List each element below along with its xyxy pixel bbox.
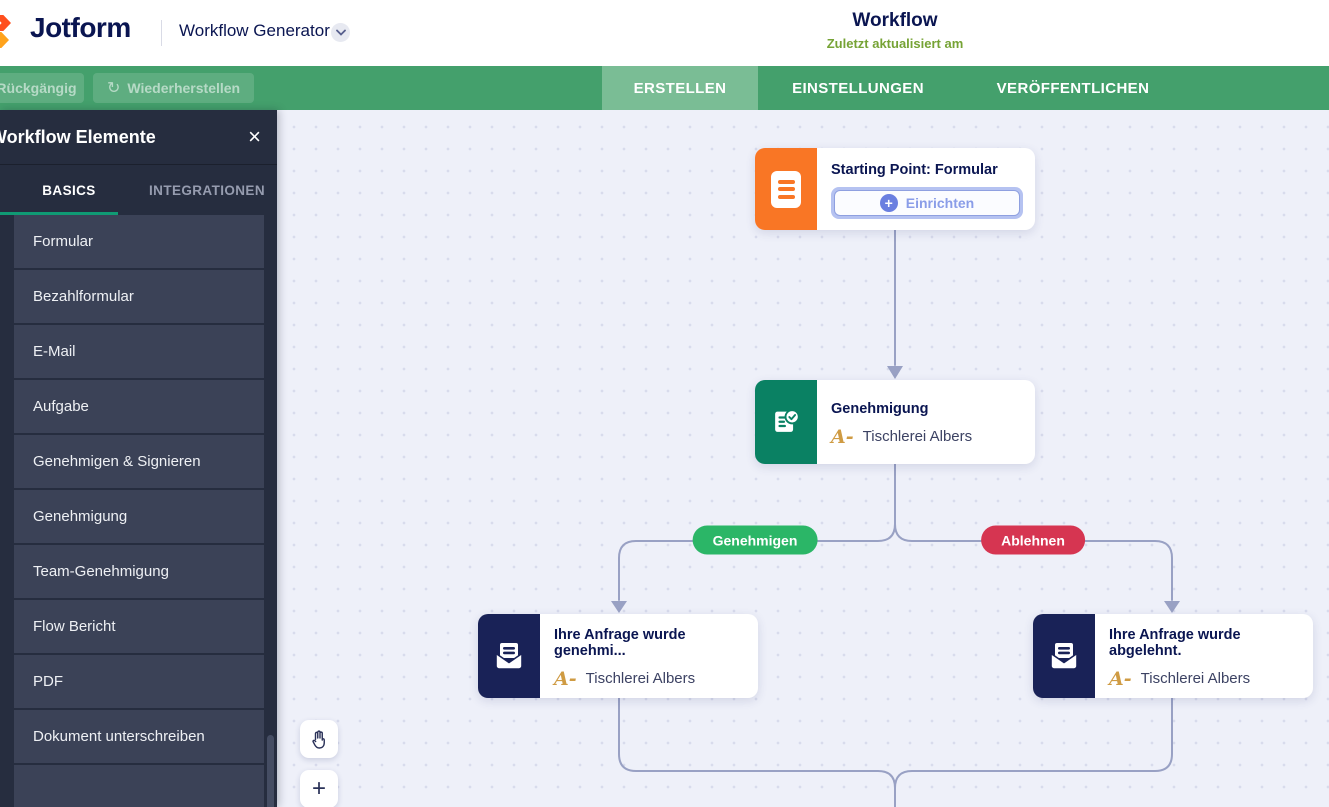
element-item-aufgabe[interactable]: Aufgabe: [14, 380, 264, 435]
element-item-bezahlformular[interactable]: Bezahlformular: [14, 270, 264, 325]
approval-icon: [755, 380, 817, 464]
element-item-formular[interactable]: Formular: [14, 215, 264, 270]
node-content: Ihre Anfrage wurde genehmi... A- Tischle…: [540, 614, 758, 698]
hand-icon: [312, 730, 325, 749]
node-email-rejected[interactable]: Ihre Anfrage wurde abgelehnt. A- Tischle…: [1033, 614, 1313, 698]
builder-toolbar: ↺ Rückgängig ↻ Wiederherstellen ERSTELLE…: [0, 66, 1329, 110]
chevron-down-icon: [335, 29, 346, 36]
node-title: Ihre Anfrage wurde genehmi...: [554, 626, 686, 659]
workflow-canvas[interactable]: Starting Point: Formular + Einrichten: [277, 110, 1329, 807]
assignee-name: Tischlerei Albers: [862, 428, 973, 445]
element-item-genehmigung[interactable]: Genehmigung: [14, 490, 264, 545]
element-item-email[interactable]: E-Mail: [14, 325, 264, 380]
element-item-partial[interactable]: [14, 765, 264, 807]
assignee-name: Tischlerei Albers: [1140, 670, 1251, 687]
avatar: A-: [554, 667, 577, 690]
node-title: Starting Point: Formular: [831, 161, 998, 178]
plus-icon: +: [311, 775, 326, 802]
product-dropdown-button[interactable]: [331, 23, 350, 42]
header-divider: [161, 20, 162, 46]
builder-tabs: ERSTELLEN EINSTELLUNGEN VERÖFFENTLICHEN: [602, 66, 1188, 110]
tab-integrationen[interactable]: INTEGRATIONEN: [149, 182, 265, 198]
workflow-elements-panel: Workflow Elemente × BASICS INTEGRATIONEN…: [0, 110, 277, 807]
assignee-name: Tischlerei Albers: [585, 670, 696, 687]
setup-button[interactable]: + Einrichten: [834, 189, 1020, 216]
node-email-approved[interactable]: Ihre Anfrage wurde genehmi... A- Tischle…: [478, 614, 758, 698]
assignee-row: A- Tischlerei Albers: [554, 667, 746, 690]
logo-shape-bottom: [0, 32, 9, 48]
workflow-title-block: Workflow Zuletzt aktualisiert am: [745, 10, 1045, 51]
form-icon: [755, 148, 817, 230]
product-name[interactable]: Workflow Generator: [179, 21, 330, 40]
last-updated-text: Zuletzt aktualisiert am: [826, 36, 964, 51]
active-tab-underline: [0, 212, 118, 215]
tab-basics[interactable]: BASICS: [42, 182, 96, 198]
setup-button-label: Einrichten: [905, 194, 975, 211]
email-icon: [478, 614, 540, 698]
setup-button-highlight: + Einrichten: [831, 186, 1023, 219]
plus-icon: +: [879, 193, 898, 212]
redo-label: Wiederherstellen: [127, 80, 241, 96]
avatar: A-: [1109, 667, 1132, 690]
element-item-pdf[interactable]: PDF: [14, 655, 264, 710]
avatar: A-: [831, 425, 854, 448]
tab-einstellungen[interactable]: EINSTELLUNGEN: [792, 79, 924, 97]
panel-title: Workflow Elemente: [0, 127, 156, 147]
jotform-logo-icon: [0, 13, 18, 53]
element-item-team-genehmigung[interactable]: Team-Genehmigung: [14, 545, 264, 600]
element-item-flow-bericht[interactable]: Flow Bericht: [14, 600, 264, 655]
element-list: Formular Bezahlformular E-Mail Aufgabe G…: [14, 215, 264, 807]
panel-tabs: BASICS INTEGRATIONEN: [0, 165, 277, 215]
zoom-in-button[interactable]: +: [300, 770, 338, 807]
undo-label: Rückgängig: [0, 80, 77, 96]
page-title[interactable]: Workflow: [852, 10, 938, 31]
redo-button[interactable]: ↻ Wiederherstellen: [93, 73, 255, 103]
node-content: Genehmigung A- Tischlerei Albers: [817, 380, 1035, 464]
redo-icon: ↻: [107, 80, 121, 97]
panel-header: Workflow Elemente ×: [0, 110, 277, 165]
assignee-row: A- Tischlerei Albers: [1109, 667, 1301, 690]
element-item-genehmigen-signieren[interactable]: Genehmigen & Signieren: [14, 435, 264, 490]
pan-tool-button[interactable]: [300, 720, 338, 758]
branch-label-reject[interactable]: Ablehnen: [981, 525, 1085, 555]
undo-button[interactable]: ↺ Rückgängig: [0, 73, 84, 103]
email-icon: [1033, 614, 1095, 698]
jotform-logo-text[interactable]: Jotform: [30, 12, 131, 43]
branch-label-approve[interactable]: Genehmigen: [692, 525, 818, 555]
logo-shape-top: [0, 15, 11, 31]
node-starting-point[interactable]: Starting Point: Formular + Einrichten: [755, 148, 1035, 230]
assignee-row: A- Tischlerei Albers: [831, 425, 1023, 448]
close-icon[interactable]: ×: [248, 124, 261, 149]
sidebar-scrollbar[interactable]: [267, 735, 274, 807]
node-title: Genehmigung: [831, 400, 929, 417]
element-item-dokument-unterschreiben[interactable]: Dokument unterschreiben: [14, 710, 264, 765]
node-approval[interactable]: Genehmigung A- Tischlerei Albers: [755, 380, 1035, 464]
top-header: Jotform Workflow Generator Workflow Zule…: [0, 0, 1329, 66]
node-content: Ihre Anfrage wurde abgelehnt. A- Tischle…: [1095, 614, 1313, 698]
tab-erstellen[interactable]: ERSTELLEN: [602, 66, 758, 110]
node-title: Ihre Anfrage wurde abgelehnt.: [1109, 626, 1241, 659]
node-content: Starting Point: Formular + Einrichten: [817, 148, 1035, 230]
tab-veroeffentlichen[interactable]: VERÖFFENTLICHEN: [996, 79, 1150, 97]
